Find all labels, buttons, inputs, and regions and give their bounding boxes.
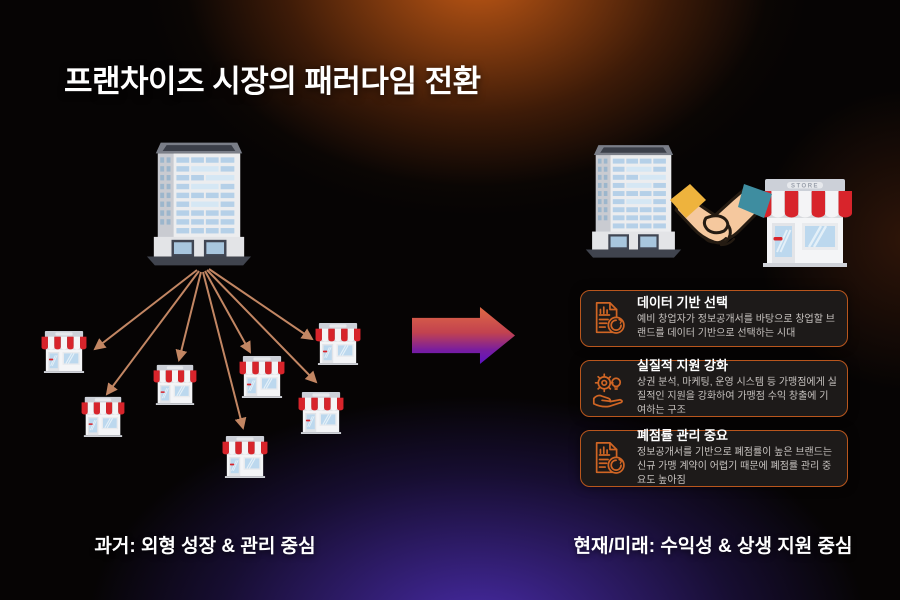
franchise-store-3 (152, 364, 198, 405)
hand-gear-bulb-icon (590, 370, 628, 408)
card-title: 폐점률 관리 중요 (637, 427, 728, 443)
franchise-store-5 (314, 322, 362, 365)
page-title: 프랜차이즈 시장의 패러다임 전환 (64, 64, 481, 99)
franchise-store-7 (297, 391, 345, 434)
card-closure-rate: 폐점률 관리 중요 정보공개서를 기반으로 폐점률이 높은 브랜드는 신규 가맹… (580, 427, 848, 487)
franchise-network-arrows (93, 268, 318, 430)
card-body: 예비 창업자가 정보공개서를 바탕으로 창업할 브랜드를 데이터 기반으로 선택… (637, 313, 835, 339)
franchise-store-6 (221, 435, 269, 478)
card-body: 정보공개서를 기반으로 폐점률이 높은 브랜드는 신규 가맹 계약이 어렵기 때… (637, 446, 833, 487)
report-chart-icon (590, 440, 628, 478)
card-title: 데이터 기반 선택 (637, 294, 728, 310)
card-data-based-selection: 데이터 기반 선택 예비 창업자가 정보공개서를 바탕으로 창업할 브랜드를 데… (580, 290, 848, 347)
card-title: 실질적 지원 강화 (637, 357, 728, 373)
report-chart-icon (590, 300, 628, 338)
franchise-store-4 (238, 355, 286, 398)
handshake-icon (670, 184, 772, 247)
store-sign-text: STORE (791, 184, 819, 190)
franchise-store-right: STORE (755, 177, 855, 267)
card-body: 상권 분석, 마케팅, 운영 시스템 등 가맹점에게 실질적인 지원을 강화하여… (637, 376, 837, 417)
future-caption: 현재/미래: 수익성 & 상생 지원 중심 (573, 536, 853, 557)
card-substantial-support: 실질적 지원 강화 상권 분석, 마케팅, 운영 시스템 등 가맹점에게 실질적… (580, 357, 848, 417)
headquarters-building-left (145, 138, 253, 268)
franchise-store-1 (40, 330, 88, 373)
past-caption: 과거: 외형 성장 & 관리 중심 (94, 536, 316, 557)
franchise-store-2 (80, 396, 126, 437)
